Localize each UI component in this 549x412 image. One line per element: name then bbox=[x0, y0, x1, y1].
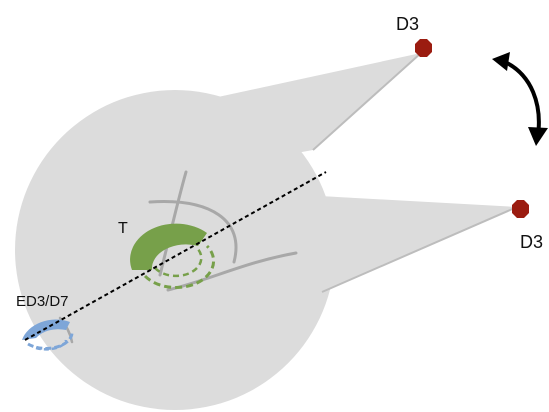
top-d3-marker-icon bbox=[415, 39, 432, 57]
sketch-curve-arch bbox=[148, 200, 238, 264]
dashed-axis-line bbox=[24, 171, 327, 341]
right-d3-marker-icon bbox=[512, 200, 529, 218]
gray-circle-region bbox=[15, 90, 335, 410]
rotation-arrow-head-top bbox=[492, 52, 510, 71]
upper-beam bbox=[218, 53, 421, 160]
blue-dashed-arc-inner bbox=[35, 339, 68, 351]
ed3-d7-label: ED3/D7 bbox=[16, 293, 69, 310]
upper-beam-edge bbox=[312, 52, 422, 151]
t-label: T bbox=[118, 220, 128, 237]
right-d3-label: D3 bbox=[520, 232, 543, 252]
sketch-curve-lower bbox=[58, 316, 74, 344]
green-arc bbox=[130, 223, 207, 270]
green-dashed-arc-inner bbox=[154, 247, 203, 278]
top-d3-label: D3 bbox=[396, 14, 419, 34]
lower-beam-edge bbox=[321, 206, 518, 293]
rotation-arrow-icon bbox=[503, 60, 541, 137]
rotation-arrow-head-bottom bbox=[528, 127, 548, 146]
lower-beam bbox=[320, 196, 517, 292]
green-dashed-arc bbox=[143, 244, 216, 289]
sketch-curve-vertical bbox=[158, 170, 188, 277]
